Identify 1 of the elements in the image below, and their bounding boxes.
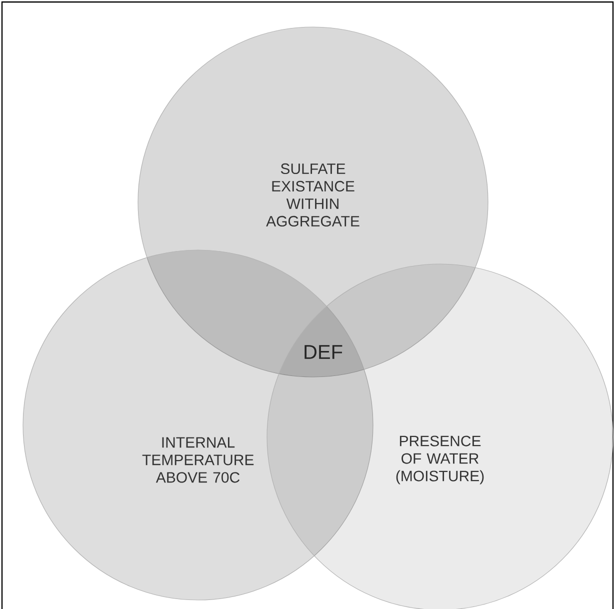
intersection-label: DEF [304, 345, 342, 359]
